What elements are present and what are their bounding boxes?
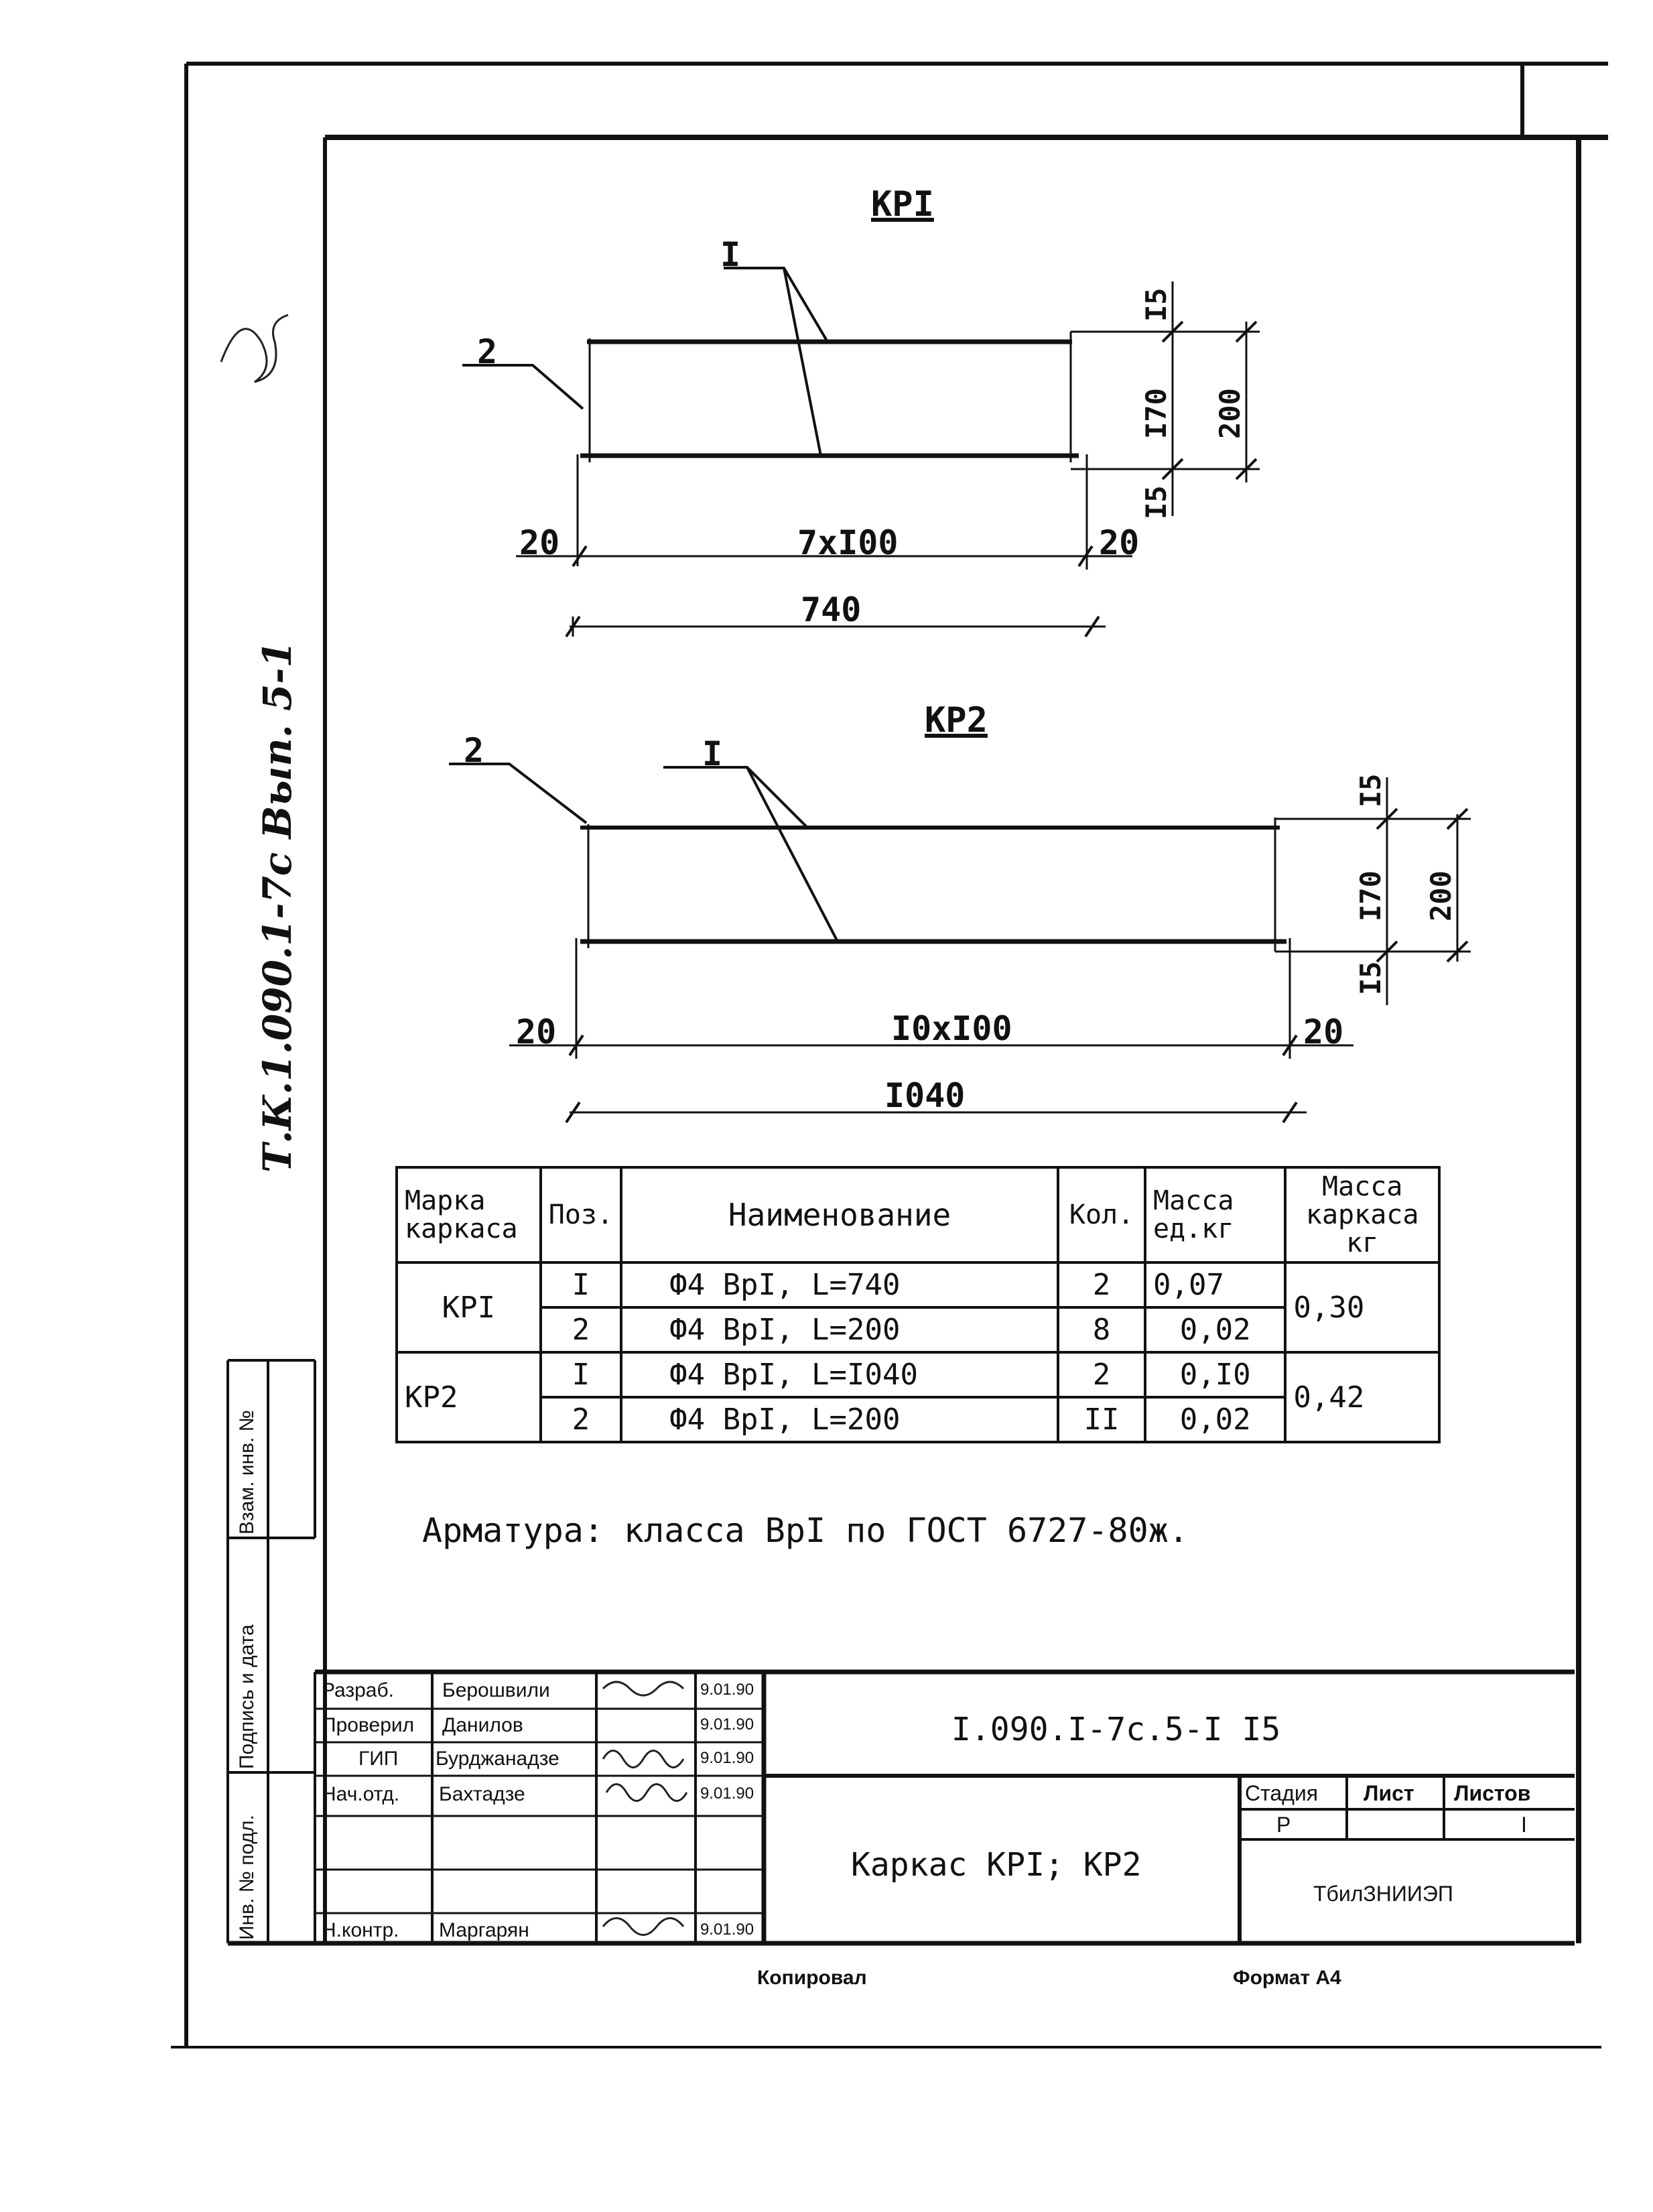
header-mass-unit: Масса ед.кг xyxy=(1143,1166,1287,1264)
drawing1-dim-right: 20 xyxy=(1099,523,1140,562)
cell-name: Ф4 ВрI, L=200 xyxy=(620,1306,1060,1354)
drawing2-dim-total: I040 xyxy=(884,1076,966,1115)
tb-name-0: Берошвили xyxy=(442,1679,550,1701)
cell-mass-unit: 0,I0 xyxy=(1143,1351,1287,1398)
drawing1-dim-total: 740 xyxy=(801,590,862,629)
cell-pos: 2 xyxy=(539,1306,623,1354)
tb-date-3: 9.01.90 xyxy=(700,1784,754,1803)
tb-name-6: Маргарян xyxy=(439,1919,529,1941)
footer-copied: Копировал xyxy=(757,1967,867,1989)
specification-table: Марка каркаса Поз. Наименование Кол. Мас… xyxy=(395,1166,1441,1443)
tb-stage: Р xyxy=(1276,1813,1291,1837)
tb-organization: ТбилЗНИИЭП xyxy=(1313,1882,1453,1906)
tb-date-2: 9.01.90 xyxy=(700,1749,754,1767)
tb-name-1: Данилов xyxy=(442,1714,523,1736)
cell-qty: 2 xyxy=(1057,1351,1146,1398)
side-code: Т.К.1.090.1-7с Вып. 5-1 xyxy=(255,641,300,1173)
drawing2-dim-right: 20 xyxy=(1303,1013,1344,1051)
drawing2-dim-left: 20 xyxy=(516,1013,557,1051)
tb-date-0: 9.01.90 xyxy=(700,1681,754,1699)
cell-qty: 2 xyxy=(1057,1261,1146,1309)
footer-format: Формат А4 xyxy=(1233,1967,1341,1989)
tb-role-2: ГИП xyxy=(358,1748,399,1770)
cell-pos: 2 xyxy=(539,1396,623,1443)
header-mark: Марка каркаса xyxy=(395,1166,542,1264)
drawing2-leader-2: 2 xyxy=(464,731,484,770)
cell-mark: КРI xyxy=(395,1261,542,1354)
tb-role-0: Разраб. xyxy=(322,1679,395,1701)
table-row: КРI I Ф4 ВрI, L=740 2 0,07 0,30 xyxy=(395,1261,1441,1354)
cell-mass-unit: 0,07 xyxy=(1143,1261,1287,1309)
tb-drawing-name: Каркас КРI; КР2 xyxy=(851,1846,1142,1884)
cell-name: Ф4 ВрI, L=740 xyxy=(620,1261,1060,1309)
table-row: 2 Ф4 ВрI, L=200 8 0,02 xyxy=(397,1306,1439,1354)
drawing2-dim-v-top: I5 xyxy=(1354,773,1387,807)
drawing2-dim-v-bot: I5 xyxy=(1354,961,1387,995)
drawing1-dim-mid: 7хI00 xyxy=(797,523,899,562)
drawing1-dim-v-total: 200 xyxy=(1213,388,1246,439)
signatures xyxy=(220,314,688,1936)
tb-role-6: Н.контр. xyxy=(322,1919,399,1941)
drawing1-dim-v-bot: I5 xyxy=(1140,485,1173,519)
side-stamp-inv: Инв. № подл. xyxy=(236,1815,258,1940)
cell-mass-unit: 0,02 xyxy=(1143,1396,1287,1443)
table-row: 2 Ф4 ВрI, L=200 II 0,02 xyxy=(397,1396,1439,1443)
tb-sheets-label: Листов xyxy=(1454,1781,1531,1805)
cell-mass-unit: 0,02 xyxy=(1143,1306,1287,1354)
drawing2-dim-v-total: 200 xyxy=(1425,870,1457,921)
cell-name: Ф4 ВрI, L=I040 xyxy=(620,1351,1060,1398)
header-pos: Поз. xyxy=(539,1166,623,1264)
table-header-row: Марка каркаса Поз. Наименование Кол. Мас… xyxy=(395,1166,1441,1264)
side-stamp-podpis: Подпись и дата xyxy=(236,1624,258,1769)
cell-qty: II xyxy=(1057,1396,1146,1443)
drawing2-dim-v-mid: I70 xyxy=(1354,870,1387,921)
cell-name: Ф4 ВрI, L=200 xyxy=(620,1396,1060,1443)
drawing1-leader-1: I xyxy=(720,235,741,274)
drawing1-leader-2: 2 xyxy=(477,332,498,371)
header-name: Наименование xyxy=(620,1166,1060,1264)
tb-date-1: 9.01.90 xyxy=(700,1715,754,1734)
reinforcement-note: Арматура: класса ВрI по ГОСТ 6727-80ж. xyxy=(422,1511,1189,1550)
drawing1-dim-left: 20 xyxy=(519,523,560,562)
tb-role-1: Проверил xyxy=(322,1714,415,1736)
tb-role-3: Нач.отд. xyxy=(322,1783,400,1805)
cell-qty: 8 xyxy=(1057,1306,1146,1354)
drawing1-title: КРI xyxy=(871,184,934,224)
cell-mass-total: 0,30 xyxy=(1284,1261,1441,1354)
drawing2-dim-mid: I0хI00 xyxy=(891,1009,1012,1048)
tb-name-2: Бурджанадзе xyxy=(436,1748,559,1770)
header-mass-total: Масса каркаса кг xyxy=(1284,1166,1441,1264)
tb-doc-code: I.090.I-7с.5-I I5 xyxy=(951,1711,1281,1748)
tb-date-6: 9.01.90 xyxy=(700,1921,754,1939)
drawing2-title: КР2 xyxy=(925,700,988,740)
drawing1-dim-v-top: I5 xyxy=(1140,287,1173,322)
header-qty: Кол. xyxy=(1057,1166,1146,1264)
tb-sheets: I xyxy=(1521,1813,1527,1837)
drawing1-dim-v-mid: I70 xyxy=(1140,388,1173,439)
drawing2-leader-1: I xyxy=(702,734,723,773)
cell-mass-total: 0,42 xyxy=(1284,1351,1441,1443)
tb-name-3: Бахтадзе xyxy=(439,1783,525,1805)
cell-pos: I xyxy=(539,1351,623,1398)
tb-stage-label: Стадия xyxy=(1245,1781,1319,1805)
tb-sheet-label: Лист xyxy=(1364,1781,1414,1805)
side-stamp-vzam: Взам. инв. № xyxy=(236,1410,258,1535)
table-row: КР2 I Ф4 ВрI, L=I040 2 0,I0 0,42 xyxy=(395,1351,1441,1443)
cell-pos: I xyxy=(539,1261,623,1309)
cell-mark: КР2 xyxy=(395,1351,542,1443)
